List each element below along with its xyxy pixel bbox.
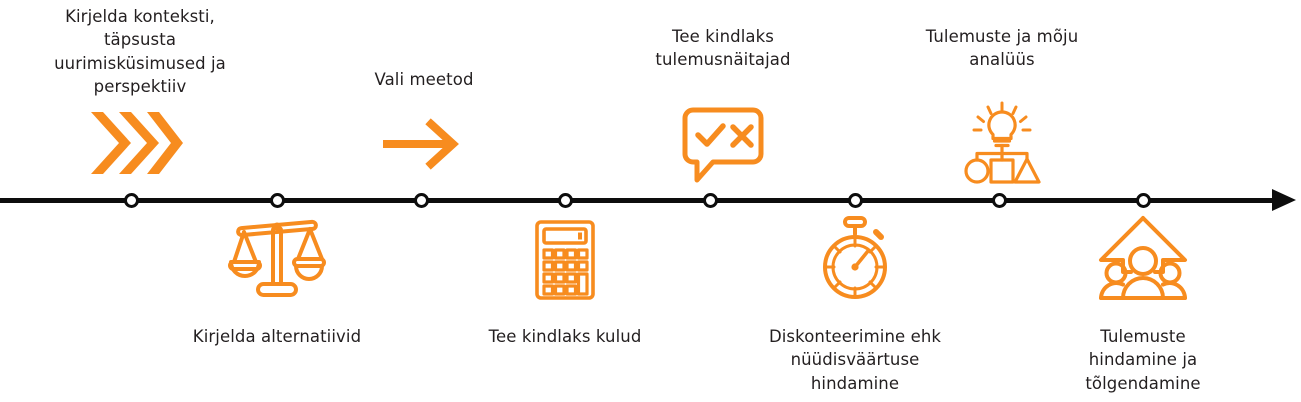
step-4-label: Tee kindlaks kulud (488, 327, 642, 346)
triple-chevron-right-icon (91, 112, 183, 174)
step-3-label: Vali meetod (374, 70, 474, 89)
step-7-label: Tulemuste ja mõju analüüs (925, 27, 1079, 70)
timeline-node-4[interactable] (557, 193, 573, 208)
stopwatch-icon (820, 216, 890, 300)
house-people-growth-icon (1099, 216, 1187, 300)
timeline-node-3[interactable] (413, 193, 429, 208)
step-2-label: Kirjelda alternatiivid (192, 327, 362, 346)
timeline-node-8[interactable] (1135, 193, 1151, 208)
timeline-node-5[interactable] (702, 193, 718, 208)
speech-bubble-check-cross-icon (682, 107, 764, 184)
timeline-node-2[interactable] (269, 193, 285, 208)
lightbulb-shapes-analysis-icon (964, 101, 1041, 184)
arrow-right-icon (383, 118, 461, 170)
timeline-axis (0, 198, 1278, 203)
timeline-node-7[interactable] (991, 193, 1007, 208)
calculator-icon (535, 220, 595, 300)
step-1-label: Kirjelda konteksti, täpsusta uurimisküsi… (54, 7, 226, 97)
timeline-node-1[interactable] (123, 193, 139, 208)
timeline-arrowhead-icon (1272, 189, 1296, 211)
timeline-node-6[interactable] (847, 193, 863, 208)
step-5-label: Tee kindlaks tulemusnäitajad (655, 27, 791, 70)
step-8-label: Tulemuste hindamine ja tõlgendamine (1085, 327, 1201, 393)
step-6-label: Diskonteerimine ehk nüüdisväärtuse hinda… (768, 327, 942, 393)
balance-scales-icon (228, 218, 326, 302)
